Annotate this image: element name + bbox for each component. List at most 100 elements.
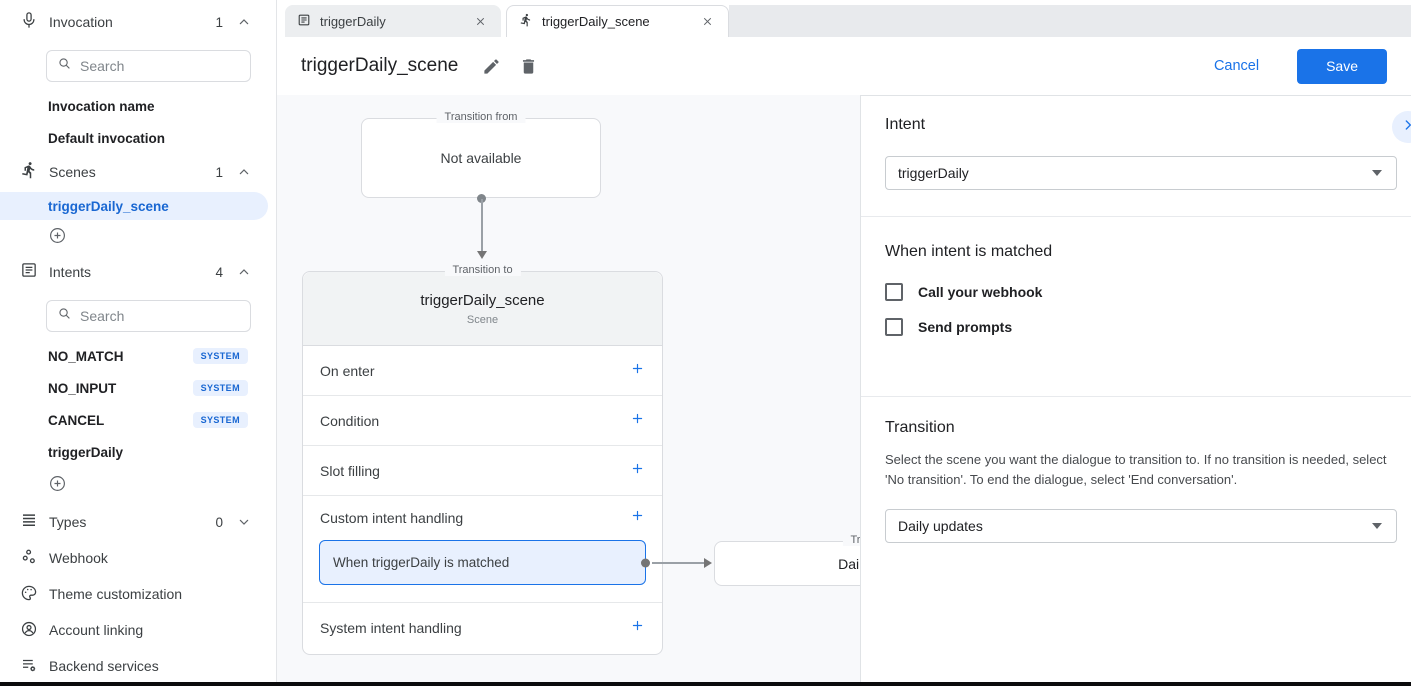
section-label: Scenes <box>49 164 96 180</box>
sidebar-section-intents[interactable]: Intents 4 <box>0 256 276 288</box>
transition-from-legend: Transition from <box>436 111 526 123</box>
scene-person-icon <box>519 13 533 30</box>
scene-row-slot-filling[interactable]: Slot filling <box>303 446 662 496</box>
cancel-button[interactable]: Cancel <box>1213 58 1260 74</box>
item-label: NO_MATCH <box>48 348 124 364</box>
search-icon <box>57 306 72 326</box>
scene-card: Transition to triggerDaily_scene Scene O… <box>302 264 663 655</box>
row-label: Condition <box>320 412 380 429</box>
save-button[interactable]: Save <box>1297 48 1387 84</box>
sidebar-item-invocation-name[interactable]: Invocation name <box>0 90 276 122</box>
intents-search[interactable] <box>46 300 251 332</box>
sidebar-item-webhook[interactable]: Webhook <box>0 540 276 576</box>
collapse-panel-button[interactable] <box>1392 111 1411 143</box>
invocation-search[interactable] <box>46 50 251 82</box>
transition-description: Select the scene you want the dialogue t… <box>885 452 1387 488</box>
sidebar-item-no-input[interactable]: NO_INPUT SYSTEM <box>0 372 276 404</box>
sidebar-section-scenes[interactable]: Scenes 1 <box>0 154 276 190</box>
sidebar-item-backend-services[interactable]: Backend services <box>0 648 276 684</box>
add-plus-icon[interactable] <box>630 508 645 528</box>
handler-label: When triggerDaily is matched <box>333 555 510 570</box>
add-plus-icon[interactable] <box>630 411 645 431</box>
window-bottom-edge <box>0 682 1411 686</box>
connector-line-vertical <box>481 199 483 252</box>
sidebar-section-invocation[interactable]: Invocation 1 <box>0 0 276 44</box>
page-title: triggerDaily_scene <box>301 55 459 76</box>
search-input[interactable] <box>80 308 240 324</box>
dropdown-value: Daily updates <box>898 518 983 535</box>
plus-circle-icon <box>48 226 67 250</box>
sidebar-item-triggerdaily-scene[interactable]: triggerDaily_scene <box>0 192 268 220</box>
sidebar-item-theme-customization[interactable]: Theme customization <box>0 576 276 612</box>
tab-strip: triggerDaily triggerDaily_scene <box>277 0 1411 37</box>
intent-handler-card-selected[interactable]: When triggerDaily is matched <box>319 540 650 585</box>
chevron-up-icon[interactable] <box>236 164 252 180</box>
chevron-up-icon[interactable] <box>236 264 252 280</box>
add-plus-icon[interactable] <box>630 618 645 638</box>
item-label: Backend services <box>49 658 159 674</box>
arrowhead-right-icon <box>704 558 712 568</box>
webhook-checkbox-row: Call your webhook <box>885 283 1397 301</box>
checkbox-label: Send prompts <box>918 319 1013 335</box>
sidebar-item-cancel[interactable]: CANCEL SYSTEM <box>0 404 276 436</box>
search-input[interactable] <box>80 58 240 74</box>
scene-row-system-intent-handling[interactable]: System intent handling <box>303 603 662 653</box>
scene-card-header: triggerDaily_scene Scene <box>303 272 662 346</box>
add-scene-button[interactable] <box>0 220 276 256</box>
row-label: Custom intent handling <box>320 510 464 526</box>
send-prompts-checkbox[interactable] <box>885 318 903 336</box>
close-icon[interactable] <box>699 13 716 30</box>
add-plus-icon[interactable] <box>630 461 645 481</box>
close-icon[interactable] <box>472 13 489 30</box>
intent-dropdown[interactable]: triggerDaily <box>885 156 1397 190</box>
sidebar-item-account-linking[interactable]: Account linking <box>0 612 276 648</box>
item-label: Account linking <box>49 622 144 638</box>
scene-row-on-enter[interactable]: On enter <box>303 346 662 396</box>
list-gear-icon <box>20 656 38 677</box>
transition-section: Transition Select the scene you want the… <box>861 397 1411 544</box>
row-label: Slot filling <box>320 462 380 479</box>
custom-intent-row-header[interactable]: Custom intent handling <box>303 496 662 540</box>
tab-label: triggerDaily_scene <box>542 14 650 29</box>
when-matched-heading: When intent is matched <box>885 243 1053 260</box>
tab-label: triggerDaily <box>320 13 386 29</box>
tab-triggerdaily-scene[interactable]: triggerDaily_scene <box>506 5 729 37</box>
transition-dropdown[interactable]: Daily updates <box>885 509 1397 544</box>
edit-pencil-icon[interactable] <box>480 55 503 78</box>
sidebar: Invocation 1 Invocation name Default inv… <box>0 0 277 686</box>
row-label: System intent handling <box>320 620 462 636</box>
sidebar-item-default-invocation[interactable]: Default invocation <box>0 122 276 154</box>
checkbox-label: Call your webhook <box>918 284 1043 300</box>
search-icon <box>57 56 72 76</box>
chevron-down-icon[interactable] <box>236 514 252 530</box>
microphone-icon <box>20 11 38 34</box>
item-label: Theme customization <box>49 586 183 602</box>
section-label: Intents <box>49 264 92 280</box>
item-label: Webhook <box>49 550 108 566</box>
scene-card-title: triggerDaily_scene <box>420 291 545 309</box>
dropdown-value: triggerDaily <box>898 165 969 181</box>
add-plus-icon[interactable] <box>630 361 645 381</box>
sidebar-item-no-match[interactable]: NO_MATCH SYSTEM <box>0 340 276 372</box>
intent-editor-panel: Intent triggerDaily When intent is match… <box>860 95 1411 686</box>
delete-trash-icon[interactable] <box>517 55 540 78</box>
section-label: Invocation <box>49 14 113 30</box>
call-webhook-checkbox[interactable] <box>885 283 903 301</box>
chevron-up-icon[interactable] <box>236 14 252 30</box>
section-label: Types <box>49 514 87 530</box>
row-label: On enter <box>320 362 375 379</box>
scene-graph-canvas[interactable]: Transition from Not available Transition… <box>277 95 860 686</box>
connector-dot <box>477 194 486 203</box>
target-scene-label: Daily updates <box>838 555 860 572</box>
transition-target-box[interactable]: Transition to Daily updates <box>714 534 860 586</box>
sidebar-section-types[interactable]: Types 0 <box>0 504 276 540</box>
sidebar-item-triggerdaily[interactable]: triggerDaily <box>0 436 276 468</box>
scene-row-custom-intent-handling: Custom intent handling When triggerDaily… <box>303 496 662 603</box>
scene-row-condition[interactable]: Condition <box>303 396 662 446</box>
prompts-checkbox-row: Send prompts <box>885 318 1397 336</box>
add-intent-button[interactable] <box>0 468 276 504</box>
tab-triggerdaily[interactable]: triggerDaily <box>285 5 501 37</box>
intent-heading: Intent <box>885 116 926 133</box>
tabstrip-filler <box>729 5 1411 37</box>
